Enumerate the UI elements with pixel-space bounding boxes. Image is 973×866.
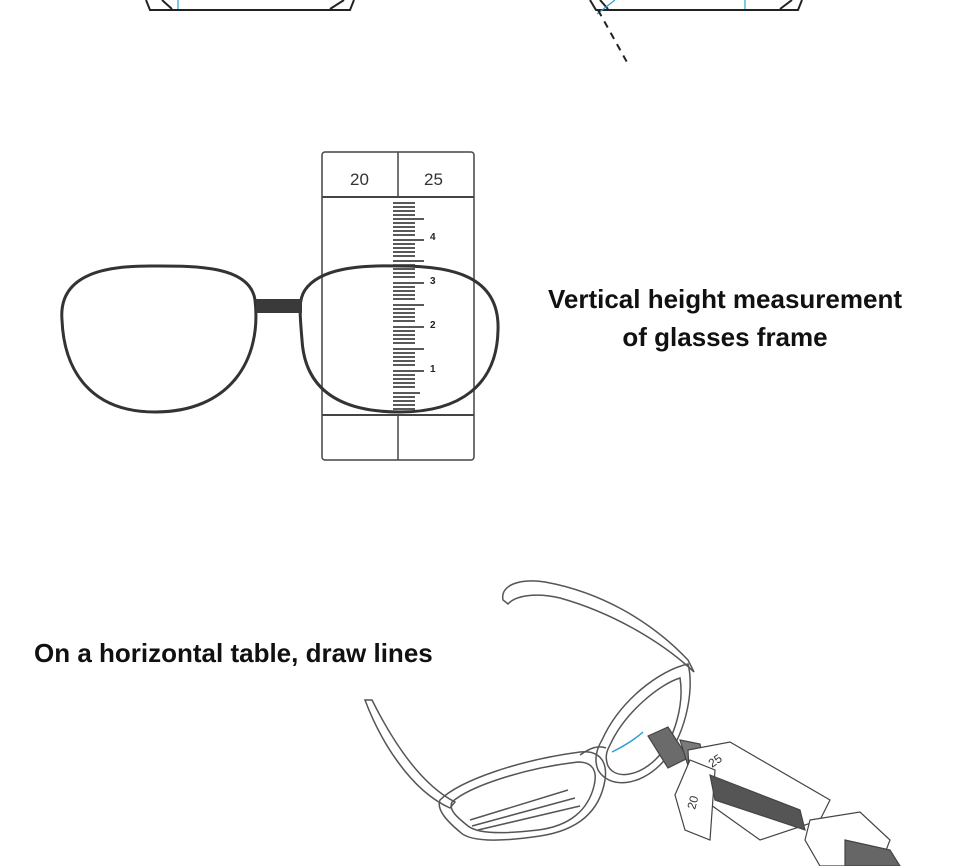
right-lens <box>298 264 500 414</box>
left-lens <box>60 264 258 414</box>
vertical-measurement-caption: Vertical height measurement of glasses f… <box>510 280 940 356</box>
glasses-front-view <box>60 264 500 414</box>
scale-label-4: 4 <box>430 232 436 243</box>
ruler-label-20: 20 <box>350 170 369 189</box>
dashed-guide-line <box>597 9 629 65</box>
blue-drawn-line <box>611 731 644 753</box>
top-right-lens-fragment <box>589 0 803 11</box>
near-lens-frame <box>438 751 607 841</box>
bridge <box>256 299 302 313</box>
scale-label-1: 1 <box>430 364 436 375</box>
far-temple <box>502 580 695 673</box>
scale-label-2: 2 <box>430 320 436 331</box>
tool-label-20: 20 <box>684 794 701 811</box>
horizontal-table-caption: On a horizontal table, draw lines <box>34 638 433 668</box>
top-left-lens-fragment <box>145 0 355 11</box>
scale-label-3: 3 <box>430 276 436 287</box>
height-tool <box>647 726 901 866</box>
ruler-label-25: 25 <box>424 170 443 189</box>
ruler-scale-ticks <box>393 202 424 410</box>
near-temple <box>363 699 457 809</box>
caption-line-2: of glasses frame <box>622 322 828 352</box>
caption-line-1: Vertical height measurement <box>547 284 903 314</box>
